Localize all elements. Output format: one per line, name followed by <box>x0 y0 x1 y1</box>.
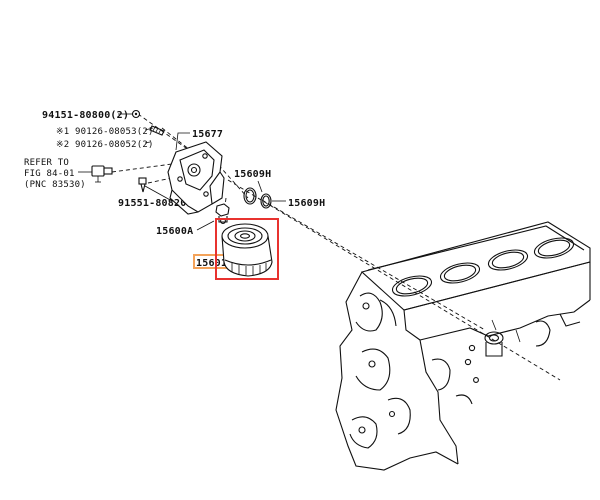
engine-block-icon <box>335 221 591 471</box>
label-15609h-upper: 15609H <box>234 169 271 180</box>
leader-15677 <box>175 132 190 151</box>
union-fitting-15600a-icon <box>215 203 230 224</box>
label-pnc-83530: (PNC 83530) <box>24 180 86 190</box>
stud-bolt-90126-icon <box>149 125 165 136</box>
bolt-94151-icon <box>131 109 141 119</box>
label-15601[interactable]: 15601 <box>196 258 227 269</box>
label-fig-84-01: FIG 84-01 <box>24 169 75 179</box>
label-91551-80820: 91551-80820 <box>118 198 186 209</box>
label-15609h-lower: 15609H <box>288 198 325 209</box>
label-90126-08053: ※1 90126-08053(2) <box>56 127 154 137</box>
bolt-91551-icon <box>138 177 147 193</box>
oil-pressure-sensor-icon <box>91 165 113 183</box>
label-15677: 15677 <box>192 129 223 140</box>
leader-90126b <box>144 141 151 144</box>
leader-15600a <box>196 220 215 231</box>
filter-bracket-15677-icon <box>167 141 225 215</box>
label-94151-80800: 94151-80800(2) <box>42 110 129 121</box>
label-15600a: 15600A <box>156 226 193 237</box>
oil-filter-highlight-box[interactable] <box>215 218 279 280</box>
o-ring-15609h-icon <box>243 187 272 209</box>
leader-90126a <box>144 127 154 131</box>
label-90126-08052: ※2 90126-08052(2) <box>56 140 154 150</box>
leader-15609h-upper <box>257 180 263 193</box>
label-refer-to: REFER TO <box>24 158 69 168</box>
oil-filter-15601-icon[interactable] <box>221 223 273 277</box>
leader-91551 <box>144 185 173 202</box>
